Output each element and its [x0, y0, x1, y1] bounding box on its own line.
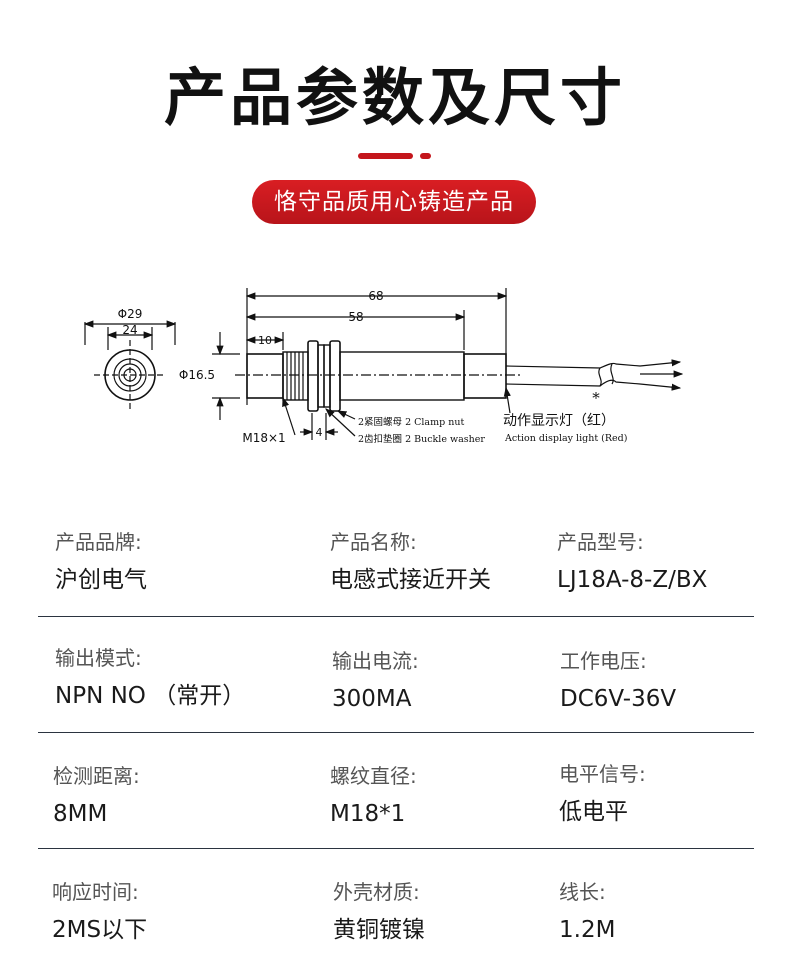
dimension-drawing: Φ29 24 68 58 10 Φ16.5 M18×1 4 2紧固螺母 2 Cl…	[83, 288, 684, 445]
spec-label: 产品名称:	[330, 530, 417, 554]
spec-output-mode: 输出模式: NPN NO （常开）	[55, 644, 245, 712]
spec-label: 外壳材质:	[333, 880, 420, 904]
spec-voltage: 工作电压: DC6V-36V	[560, 647, 676, 715]
spec-value: 2MS以下	[52, 917, 148, 943]
display-light-label-en: Action display light (Red)	[504, 433, 627, 444]
dim-58: 58	[348, 310, 363, 324]
spec-value: 电感式接近开关	[330, 567, 491, 593]
row-divider	[38, 732, 754, 733]
spec-model: 产品型号: LJ18A-8-Z/BX	[557, 528, 707, 596]
spec-value: NPN NO （常开）	[55, 683, 246, 709]
spec-value: 1.2M	[559, 917, 616, 943]
spec-level-signal: 电平信号: 低电平	[559, 760, 646, 828]
title-underline-long	[358, 153, 413, 159]
spec-detect-distance: 检测距离: 8MM	[53, 762, 140, 830]
spec-value: LJ18A-8-Z/BX	[557, 567, 708, 593]
spec-value: M18*1	[330, 801, 406, 827]
spec-label: 产品型号:	[557, 530, 644, 554]
spec-output-current: 输出电流: 300MA	[332, 647, 419, 715]
row-divider	[38, 848, 754, 849]
clamp-nut-label: 2紧固螺母 2 Clamp nut	[358, 417, 464, 428]
spec-value: 300MA	[332, 686, 412, 712]
spec-row: 响应时间: 2MS以下 外壳材质: 黄铜镀镍 线长: 1.2M	[38, 848, 754, 964]
dim-phi29: Φ29	[118, 307, 143, 321]
dim-10: 10	[258, 334, 272, 347]
spec-label: 产品品牌:	[55, 530, 142, 554]
dim-phi16-5: Φ16.5	[179, 368, 215, 382]
asterisk-mark: *	[592, 389, 600, 407]
spec-thread-diameter: 螺纹直径: M18*1	[330, 762, 417, 830]
spec-table: 产品品牌: 沪创电气 产品名称: 电感式接近开关 产品型号: LJ18A-8-Z…	[38, 510, 754, 964]
spec-row: 检测距离: 8MM 螺纹直径: M18*1 电平信号: 低电平	[38, 732, 754, 849]
dim-24: 24	[122, 323, 137, 337]
row-divider	[38, 616, 754, 617]
spec-value: 8MM	[53, 801, 108, 827]
spec-label: 输出电流:	[332, 649, 419, 673]
spec-value: 沪创电气	[55, 567, 147, 593]
dim-4: 4	[316, 426, 323, 439]
spec-value: 黄铜镀镍	[333, 917, 425, 943]
spec-row: 产品品牌: 沪创电气 产品名称: 电感式接近开关 产品型号: LJ18A-8-Z…	[38, 510, 754, 617]
spec-brand: 产品品牌: 沪创电气	[55, 528, 147, 596]
buckle-washer-label: 2齿扣垫圈 2 Buckle washer	[358, 433, 485, 445]
spec-row: 输出模式: NPN NO （常开） 输出电流: 300MA 工作电压: DC6V…	[38, 616, 754, 733]
spec-label: 检测距离:	[53, 764, 140, 788]
spec-shell-material: 外壳材质: 黄铜镀镍	[333, 878, 425, 946]
spec-label: 线长:	[559, 880, 606, 904]
spec-label: 螺纹直径:	[330, 764, 417, 788]
spec-response-time: 响应时间: 2MS以下	[52, 878, 147, 946]
spec-value: 低电平	[559, 799, 628, 825]
spec-product-name: 产品名称: 电感式接近开关	[330, 528, 491, 596]
spec-cable-length: 线长: 1.2M	[559, 878, 615, 946]
tagline-badge: 恪守品质用心铸造产品	[252, 180, 536, 224]
spec-label: 输出模式:	[55, 646, 142, 670]
spec-label: 工作电压:	[560, 649, 647, 673]
spec-label: 电平信号:	[559, 762, 646, 786]
dim-68: 68	[368, 289, 383, 303]
page-title: 产品参数及尺寸	[163, 61, 626, 134]
spec-label: 响应时间:	[52, 880, 139, 904]
thread-label: M18×1	[242, 431, 285, 445]
title-underline-short	[420, 153, 431, 159]
spec-value: DC6V-36V	[560, 686, 677, 712]
display-light-label-cn: 动作显示灯（红）	[503, 413, 615, 429]
